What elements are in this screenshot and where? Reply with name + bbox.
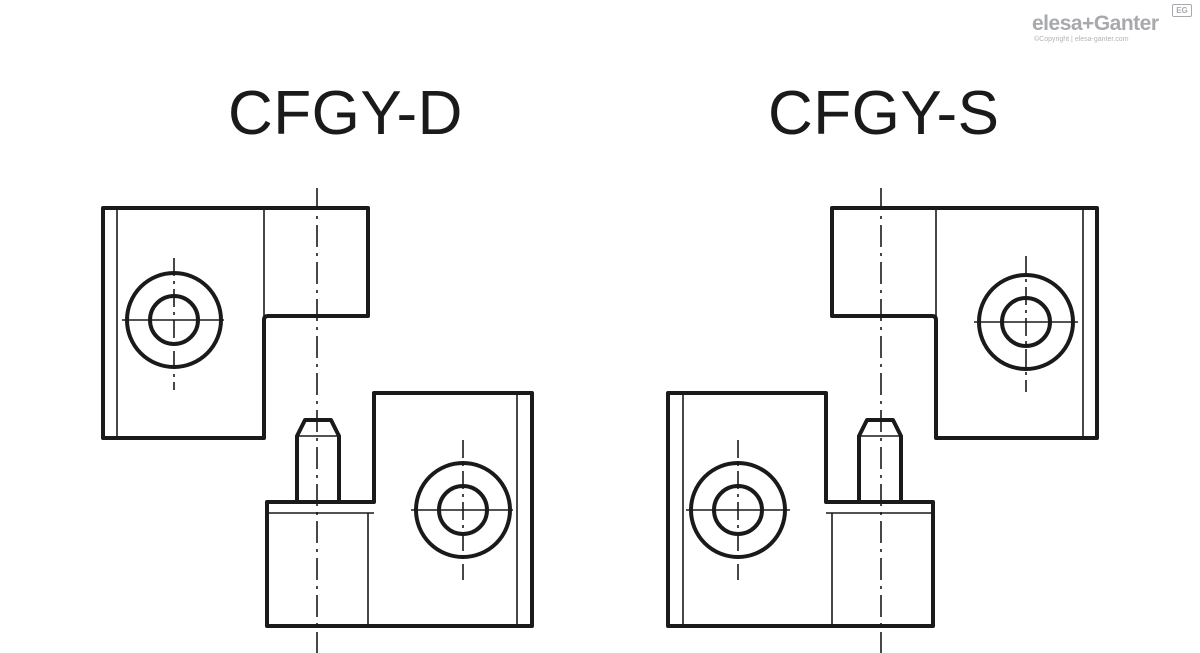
hinge-pin-s [857,418,903,504]
logo-brand-text: elesa+Ganter [1032,12,1159,35]
hinge-drawing-cfgy-d [101,188,534,653]
view-title-cfgy-d: CFGY-D [228,79,463,148]
logo-copyright: ©Copyright | elesa-ganter.com [1034,36,1129,43]
lower-leaf-s [666,391,935,628]
brand-logo: elesa+Ganter EG ©Copyright | elesa-gante… [1032,4,1192,48]
view-title-cfgy-s: CFGY-S [768,79,1000,148]
upper-leaf-s [830,206,1099,440]
lower-leaf-d [265,391,534,628]
hinge-pin-d [295,418,341,504]
hinge-drawing-cfgy-s [666,188,1099,653]
logo-badge: EG [1172,4,1192,17]
upper-leaf-d [101,206,370,440]
